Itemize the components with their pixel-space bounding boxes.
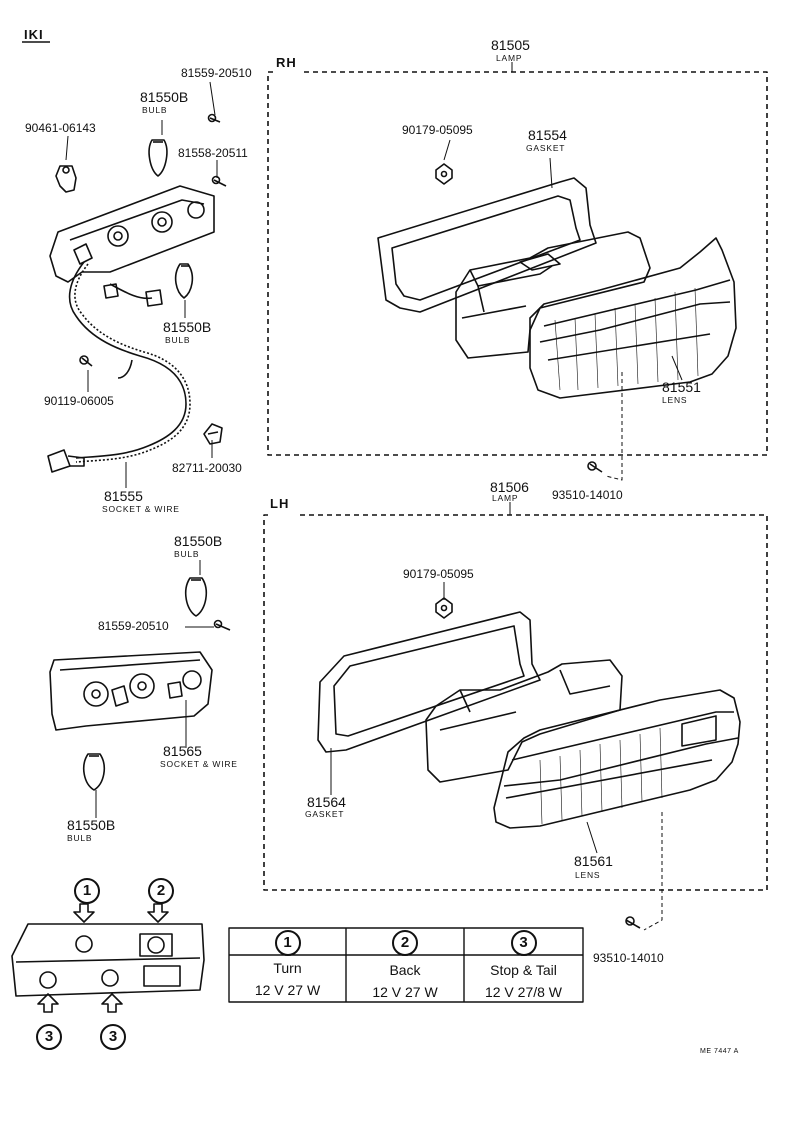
lh-lens <box>493 689 741 829</box>
lh-gasket-part-no: 81564 <box>307 794 346 810</box>
table-cell-1-spec: 12 V 27 W <box>254 982 321 998</box>
lower-bulb-top-part-no: 81550B <box>174 533 223 549</box>
rh-lamp-housing <box>455 231 651 359</box>
upper-bulb-mid-desc: BULB <box>165 335 191 345</box>
lh-nut <box>435 597 453 619</box>
rh-screw-icon <box>587 461 603 473</box>
upper-screw-b-part-no: 81558-20511 <box>178 146 248 160</box>
rh-lens-desc: LENS <box>662 395 688 405</box>
rh-gasket-part-no: 81554 <box>528 127 567 143</box>
lower-bulb-bottom <box>82 753 106 791</box>
legend-lamp-diagram <box>11 923 205 997</box>
upper-bulb-top-part-no: 81550B <box>140 89 189 105</box>
table-cell-1-function: Turn <box>273 960 302 976</box>
lh-lamp-housing <box>425 659 623 783</box>
rh-lens <box>529 237 737 399</box>
upper-bulb-mid-part-no: 81550B <box>163 319 212 335</box>
leader-lines <box>65 62 683 854</box>
upper-bulb-top <box>148 139 168 177</box>
lh-gasket <box>317 611 541 753</box>
rh-dashed-box <box>267 71 768 456</box>
upper-screw-a <box>207 113 221 123</box>
lh-lamp-desc: LAMP <box>492 493 519 503</box>
lh-gasket-desc: GASKET <box>305 809 345 819</box>
lower-bulb-bottom-part-no: 81550B <box>67 817 116 833</box>
legend-marker-3-left: 3 <box>36 1024 62 1050</box>
rh-lamp-part-no: 81505 <box>491 37 530 53</box>
legend-arrows <box>37 903 169 1013</box>
rh-lens-part-no: 81551 <box>662 379 701 395</box>
lh-nut-part-no: 90179-05095 <box>403 567 474 581</box>
header-code: IKI <box>24 27 44 42</box>
upper-socket-plate <box>49 185 215 283</box>
rh-section-label: RH <box>276 55 297 70</box>
lower-bulb-top <box>184 577 208 617</box>
upper-clip-part-no: 90461-06143 <box>25 121 96 135</box>
rh-screw-part-no: 93510-14010 <box>552 488 623 502</box>
lh-dashed-box <box>263 514 768 891</box>
rh-nut-part-no: 90179-05095 <box>402 123 473 137</box>
lower-socket-part-no: 81565 <box>163 743 202 759</box>
lh-section-label: LH <box>270 496 290 511</box>
legend-marker-3-right: 3 <box>100 1024 126 1050</box>
upper-screw-c-part-no: 90119-06005 <box>44 394 114 408</box>
lower-bulb-bottom-desc: BULB <box>67 833 93 843</box>
lower-screw-part-no: 81559-20510 <box>98 619 169 633</box>
table-cell-2-num: 2 <box>346 930 464 956</box>
upper-clamp-part-no: 82711-20030 <box>172 461 242 475</box>
lh-lens-part-no: 81561 <box>574 853 613 869</box>
upper-wire-harness <box>68 261 191 463</box>
table-cell-3-spec: 12 V 27/8 W <box>484 984 563 1000</box>
legend-marker-2: 2 <box>148 878 174 904</box>
lh-lamp-part-no: 81506 <box>490 479 529 495</box>
upper-wire-plug <box>47 449 85 473</box>
upper-clamp <box>203 423 223 445</box>
table-cell-2-spec: 12 V 27 W <box>372 984 438 1000</box>
table-cell-3-function: Stop & Tail <box>490 962 557 978</box>
upper-socket-part-no: 81555 <box>104 488 143 504</box>
upper-screw-a-part-no: 81559-20510 <box>181 66 252 80</box>
table-cell-2-function: Back <box>389 962 421 978</box>
rh-lamp-desc: LAMP <box>496 53 523 63</box>
lh-screw-icon <box>625 916 641 929</box>
lower-socket-desc: SOCKET & WIRE <box>160 759 238 769</box>
upper-bulb-top-desc: BULB <box>142 105 168 115</box>
lh-screw-part-no: 93510-14010 <box>593 951 664 965</box>
lower-bulb-top-desc: BULB <box>174 549 200 559</box>
footer-code: ME 7447 A <box>700 1048 739 1055</box>
upper-bulb-mid <box>174 263 194 299</box>
upper-screw-b <box>211 175 227 187</box>
legend-marker-1: 1 <box>74 878 100 904</box>
lh-lens-desc: LENS <box>575 870 601 880</box>
rh-gasket <box>377 177 597 313</box>
table-cell-3-num: 3 <box>464 930 583 956</box>
screw-dashed-leaders <box>605 372 663 931</box>
upper-clip <box>55 165 77 193</box>
lower-socket-plate <box>49 651 213 731</box>
rh-nut <box>435 163 453 185</box>
table-cell-1-num: 1 <box>229 930 346 956</box>
lower-screw <box>213 619 231 631</box>
upper-screw-c <box>79 355 93 367</box>
rh-gasket-desc: GASKET <box>526 143 566 153</box>
upper-socket-desc: SOCKET & WIRE <box>102 504 180 514</box>
